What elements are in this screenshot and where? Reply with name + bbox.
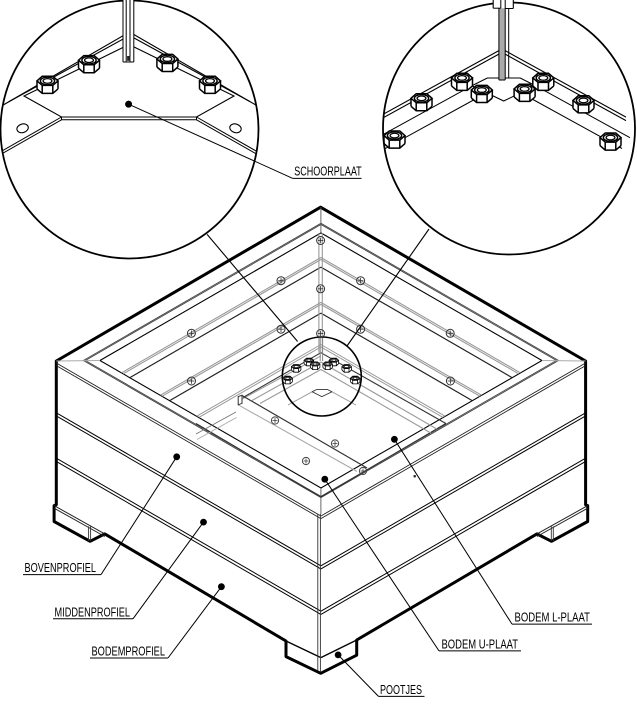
svg-text:MIDDENPROFIEL: MIDDENPROFIEL (55, 604, 131, 619)
svg-text:BOVENPROFIEL: BOVENPROFIEL (25, 560, 97, 575)
svg-text:BODEMPROFIEL: BODEMPROFIEL (92, 644, 166, 659)
svg-text:POOTJES: POOTJES (380, 682, 422, 697)
svg-text:BODEM L-PLAAT: BODEM L-PLAAT (515, 609, 591, 624)
svg-text:BODEM U-PLAAT: BODEM U-PLAAT (442, 636, 519, 651)
svg-text:SCHOORPLAAT: SCHOORPLAAT (294, 164, 362, 179)
